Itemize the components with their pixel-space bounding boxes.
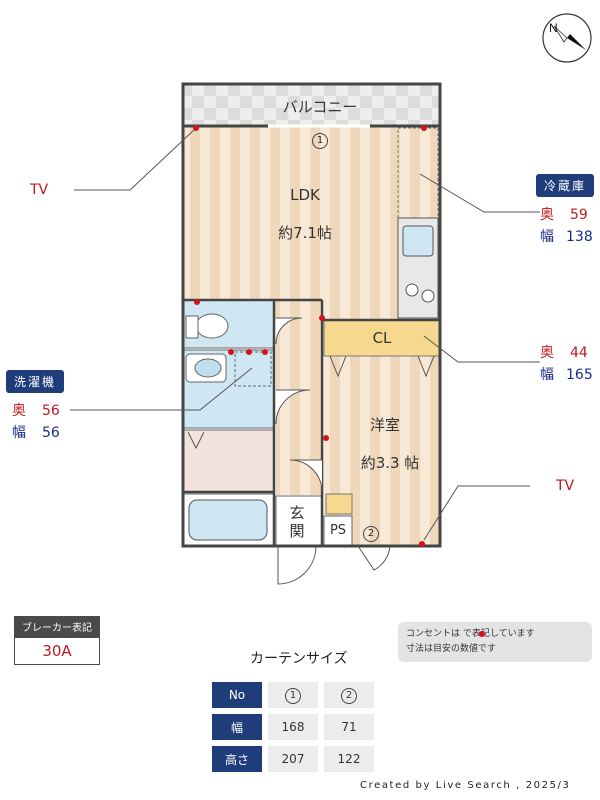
toilet-tank <box>185 315 199 339</box>
credit: Created by Live Search , 2025/3 <box>360 780 571 791</box>
tv-left-label: TV <box>30 182 49 198</box>
curtain-row-label: 高さ <box>212 746 262 772</box>
curtain-header-1: 1 <box>268 682 318 708</box>
table-row: No 1 2 <box>212 682 374 708</box>
note-line-1: コンセントは で表記しています <box>406 629 535 639</box>
folding-door <box>187 431 205 450</box>
leader-lines <box>70 129 540 541</box>
window-1-marker: 1 <box>312 133 328 149</box>
breaker-label: ブレーカー表記 <box>14 616 100 637</box>
fridge-tag: 冷蔵庫 <box>536 174 595 197</box>
note-line-2: 寸法は目安の数値です <box>406 644 497 654</box>
floor-plan <box>70 82 540 585</box>
western-name: 洋室 <box>369 416 400 434</box>
curtain-cell: 71 <box>324 714 374 740</box>
door-swing <box>289 459 323 493</box>
curtain-cell: 207 <box>268 746 318 772</box>
window-2-marker: 2 <box>363 526 379 542</box>
ldk-floor <box>183 126 440 320</box>
curtain-cell: 168 <box>268 714 318 740</box>
entrance-label: 玄関 <box>289 504 305 540</box>
stove-burner <box>421 289 435 303</box>
table-row: 幅 168 71 <box>212 714 374 740</box>
stove-burner <box>405 283 419 297</box>
curtain-header-2: 2 <box>324 682 374 708</box>
closet-door <box>329 355 347 378</box>
kitchen-sink <box>402 225 434 257</box>
western-size: 約3.3 帖 <box>360 454 420 472</box>
outer-wall <box>181 82 442 548</box>
table-row: 高さ 207 122 <box>212 746 374 772</box>
curtain-title: カーテンサイズ <box>250 651 348 667</box>
closet-door <box>417 355 435 378</box>
curtain-row-label: 幅 <box>212 714 262 740</box>
washer-space <box>234 351 272 387</box>
window-swing <box>357 545 391 571</box>
entrance-door-swing <box>277 545 317 585</box>
ldk-size: 約7.1帖 <box>278 224 332 242</box>
outlet-markers <box>193 125 427 547</box>
curtain-cell: 122 <box>324 746 374 772</box>
toilet <box>195 313 229 339</box>
entrance <box>275 495 323 547</box>
sink-bowl <box>194 358 222 378</box>
tv-right-label: TV <box>556 478 575 494</box>
door-swing <box>275 317 303 345</box>
washer-tag: 洗濯機 <box>6 370 65 393</box>
note-box: コンセントは で表記しています 寸法は目安の数値です <box>398 622 592 662</box>
breaker-value: 30A <box>14 637 100 665</box>
door-swing <box>275 389 311 425</box>
balcony-label: バルコニー <box>282 98 358 116</box>
ps-label: PS <box>329 523 347 538</box>
shoe-box <box>325 493 353 515</box>
breaker-box: ブレーカー表記 30A <box>14 616 100 665</box>
bathtub <box>188 499 268 541</box>
ldk-name: LDK <box>290 186 320 204</box>
closet-label: CL <box>372 329 392 347</box>
ps-box <box>323 515 353 547</box>
curtain-table: No 1 2 幅 168 71 高さ 207 122 <box>206 676 380 778</box>
compass-icon: N <box>542 13 592 63</box>
compass-n: N <box>549 21 558 35</box>
curtain-header-no: No <box>212 682 262 708</box>
outlet-icon <box>479 631 485 637</box>
changing-area <box>182 429 275 493</box>
